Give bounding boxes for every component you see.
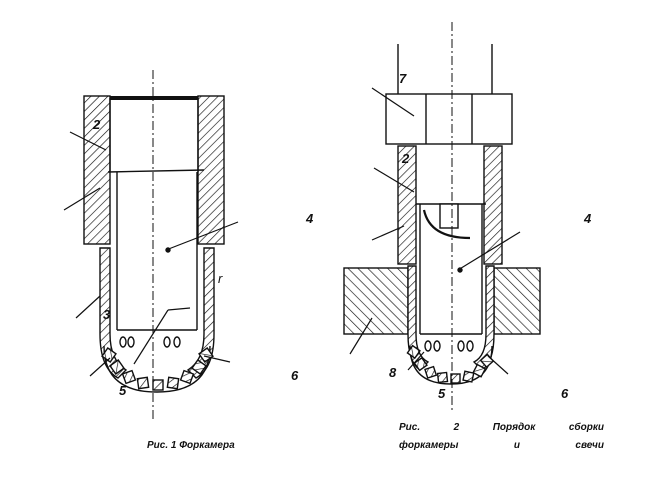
fig2-hex-nut (385, 93, 513, 145)
fig2-right-thin-wall (472, 265, 495, 371)
fig1-cap-segments (101, 347, 214, 391)
fig2-center-electrode (439, 203, 459, 229)
fig2-callout-6: 6 (561, 386, 569, 401)
fig1-bottom-cap (103, 345, 211, 393)
fig2-caption-line1: Рис. 2 Порядок сборки (399, 422, 604, 433)
figure2-assembly (343, 22, 541, 410)
fig2-nozzle-holes (424, 340, 474, 352)
fig2-cap-segments (406, 344, 495, 384)
fig2-caption-word: и (513, 440, 520, 451)
fig1-left-thin-wall (99, 247, 128, 379)
fig2-callout-5: 5 (438, 386, 446, 401)
fig2-caption-line2: форкамеры и свечи (399, 440, 604, 451)
fig2-caption-word: Порядок (492, 422, 536, 433)
fig2-callout-2: 2 (402, 151, 410, 166)
fig1-callout-3: 3 (103, 307, 111, 322)
fig1-right-thin-wall (186, 247, 215, 379)
fig2-caption-word: Рис. (399, 422, 421, 433)
fig1-nozzle-holes (119, 336, 181, 348)
fig2-caption-word: форкамеры (399, 440, 459, 451)
fig2-left-upper-wall (397, 145, 417, 265)
fig2-callout-7: 7 (399, 71, 407, 86)
fig1-callout-6: 6 (291, 368, 299, 383)
fig2-caption-word: 2 (453, 422, 460, 433)
fig1-callout-2: 2 (93, 117, 101, 132)
fig1-caption: Рис. 1 Форкамера (147, 440, 235, 451)
fig2-caption-word: свечи (575, 440, 604, 451)
fig1-left-upper-wall (83, 95, 111, 245)
fig2-right-upper-wall (483, 145, 503, 265)
fig2-callout-4: 4 (584, 211, 592, 226)
fig1-callout-5: 5 (119, 383, 127, 398)
fig2-head-right (493, 267, 541, 335)
fig1-callout-r: r (218, 271, 223, 286)
fig2-head-left (343, 267, 409, 335)
fig2-caption-word: сборки (568, 422, 604, 433)
fig1-callout-4: 4 (306, 211, 314, 226)
fig2-ground-electrode (422, 209, 471, 240)
fig1-inner-step (107, 169, 205, 173)
figure1-prechamber (63, 70, 239, 420)
fig2-callout-8: 8 (389, 365, 397, 380)
fig2-left-thin-wall (407, 265, 430, 371)
